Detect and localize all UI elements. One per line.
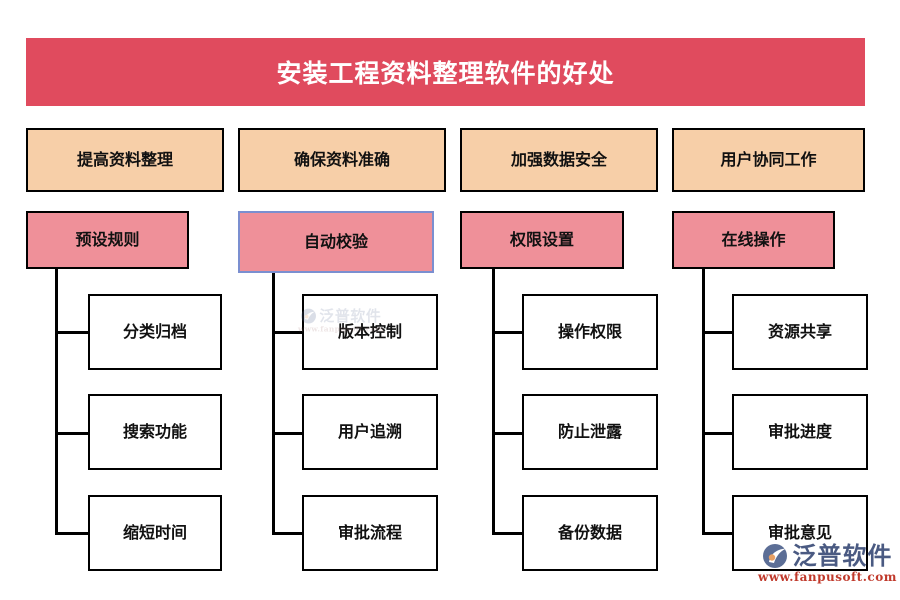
leaf-label-1-2: 搜索功能	[122, 422, 187, 441]
level2-label-1: 预设规则	[75, 230, 140, 249]
leaf-label-3-1: 操作权限	[557, 322, 622, 341]
leaf-label-3-3: 备份数据	[557, 523, 622, 542]
branch-line-3-3	[492, 532, 524, 535]
leaf-box-4-2[interactable]: 审批进度	[732, 394, 868, 470]
brand-name: 泛普软件	[792, 542, 893, 570]
trunk-line-2	[272, 272, 275, 535]
level1-box-3[interactable]: 加强数据安全	[460, 128, 658, 192]
branch-line-2-1	[272, 331, 304, 334]
title-banner: 安装工程资料整理软件的好处	[26, 38, 865, 106]
leaf-box-3-3[interactable]: 备份数据	[522, 495, 658, 571]
leaf-label-1-3: 缩短时间	[122, 523, 187, 542]
level2-box-1[interactable]: 预设规则	[26, 211, 189, 269]
leaf-label-4-3: 审批意见	[767, 523, 832, 542]
page-title: 安装工程资料整理软件的好处	[276, 59, 615, 88]
leaf-box-2-3[interactable]: 审批流程	[302, 495, 438, 571]
leaf-box-4-3[interactable]: 审批意见	[732, 495, 868, 571]
level2-label-3: 权限设置	[509, 230, 574, 249]
leaf-box-1-2[interactable]: 搜索功能	[88, 394, 222, 470]
branch-line-1-3	[55, 532, 90, 535]
brand-url: www.fanpusoft.com	[758, 570, 897, 584]
branch-line-1-1	[55, 331, 90, 334]
level2-box-3[interactable]: 权限设置	[460, 211, 624, 269]
watermark-row: 泛普软件	[301, 308, 382, 324]
branch-line-4-1	[702, 331, 734, 334]
branch-line-3-2	[492, 432, 524, 435]
watermark-name: 泛普软件	[319, 307, 382, 325]
level1-label-1: 提高资料整理	[76, 150, 173, 169]
leaf-label-1-1: 分类归档	[122, 322, 187, 341]
level2-label-4: 在线操作	[721, 230, 786, 249]
branch-line-4-3	[702, 532, 734, 535]
leaf-box-1-1[interactable]: 分类归档	[88, 294, 222, 370]
level1-label-3: 加强数据安全	[510, 150, 607, 169]
level2-label-2: 自动校验	[303, 232, 368, 251]
branch-line-3-1	[492, 331, 524, 334]
leaf-label-2-1: 版本控制	[337, 322, 402, 341]
watermark-url: www.fanpusoft.com	[298, 324, 385, 334]
brand-watermark: 泛普软件 www.fanpusoft.com	[298, 308, 384, 333]
leaf-box-4-1[interactable]: 资源共享	[732, 294, 868, 370]
level1-box-4[interactable]: 用户协同工作	[672, 128, 865, 192]
brand-logo-row: 泛普软件	[762, 543, 892, 569]
leaf-label-2-3: 审批流程	[337, 523, 402, 542]
level1-box-1[interactable]: 提高资料整理	[26, 128, 224, 192]
leaf-box-3-1[interactable]: 操作权限	[522, 294, 658, 370]
leaf-box-2-2[interactable]: 用户追溯	[302, 394, 438, 470]
trunk-line-1	[55, 269, 58, 535]
level2-box-2[interactable]: 自动校验	[238, 211, 434, 273]
leaf-label-3-2: 防止泄露	[557, 422, 622, 441]
brand-logo: 泛普软件 www.fanpusoft.com	[758, 543, 897, 584]
level1-label-4: 用户协同工作	[720, 150, 817, 169]
leaf-label-2-2: 用户追溯	[337, 422, 402, 441]
leaf-label-4-1: 资源共享	[767, 322, 832, 341]
branch-line-2-2	[272, 432, 304, 435]
level1-box-2[interactable]: 确保资料准确	[238, 128, 446, 192]
branch-line-1-2	[55, 432, 90, 435]
trunk-line-4	[702, 269, 705, 535]
level2-box-4[interactable]: 在线操作	[672, 211, 835, 269]
branch-line-4-2	[702, 432, 734, 435]
leaf-box-2-1[interactable]: 泛普软件 www.fanpusoft.com 版本控制	[298, 294, 438, 370]
leaf-box-1-3[interactable]: 缩短时间	[88, 495, 222, 571]
trunk-line-3	[492, 269, 495, 535]
fanpu-logo-icon	[301, 308, 317, 324]
fanpu-logo-icon	[762, 543, 788, 569]
branch-line-2-3	[272, 532, 304, 535]
leaf-label-4-2: 审批进度	[767, 422, 832, 441]
level1-label-2: 确保资料准确	[293, 150, 390, 169]
leaf-box-3-2[interactable]: 防止泄露	[522, 394, 658, 470]
